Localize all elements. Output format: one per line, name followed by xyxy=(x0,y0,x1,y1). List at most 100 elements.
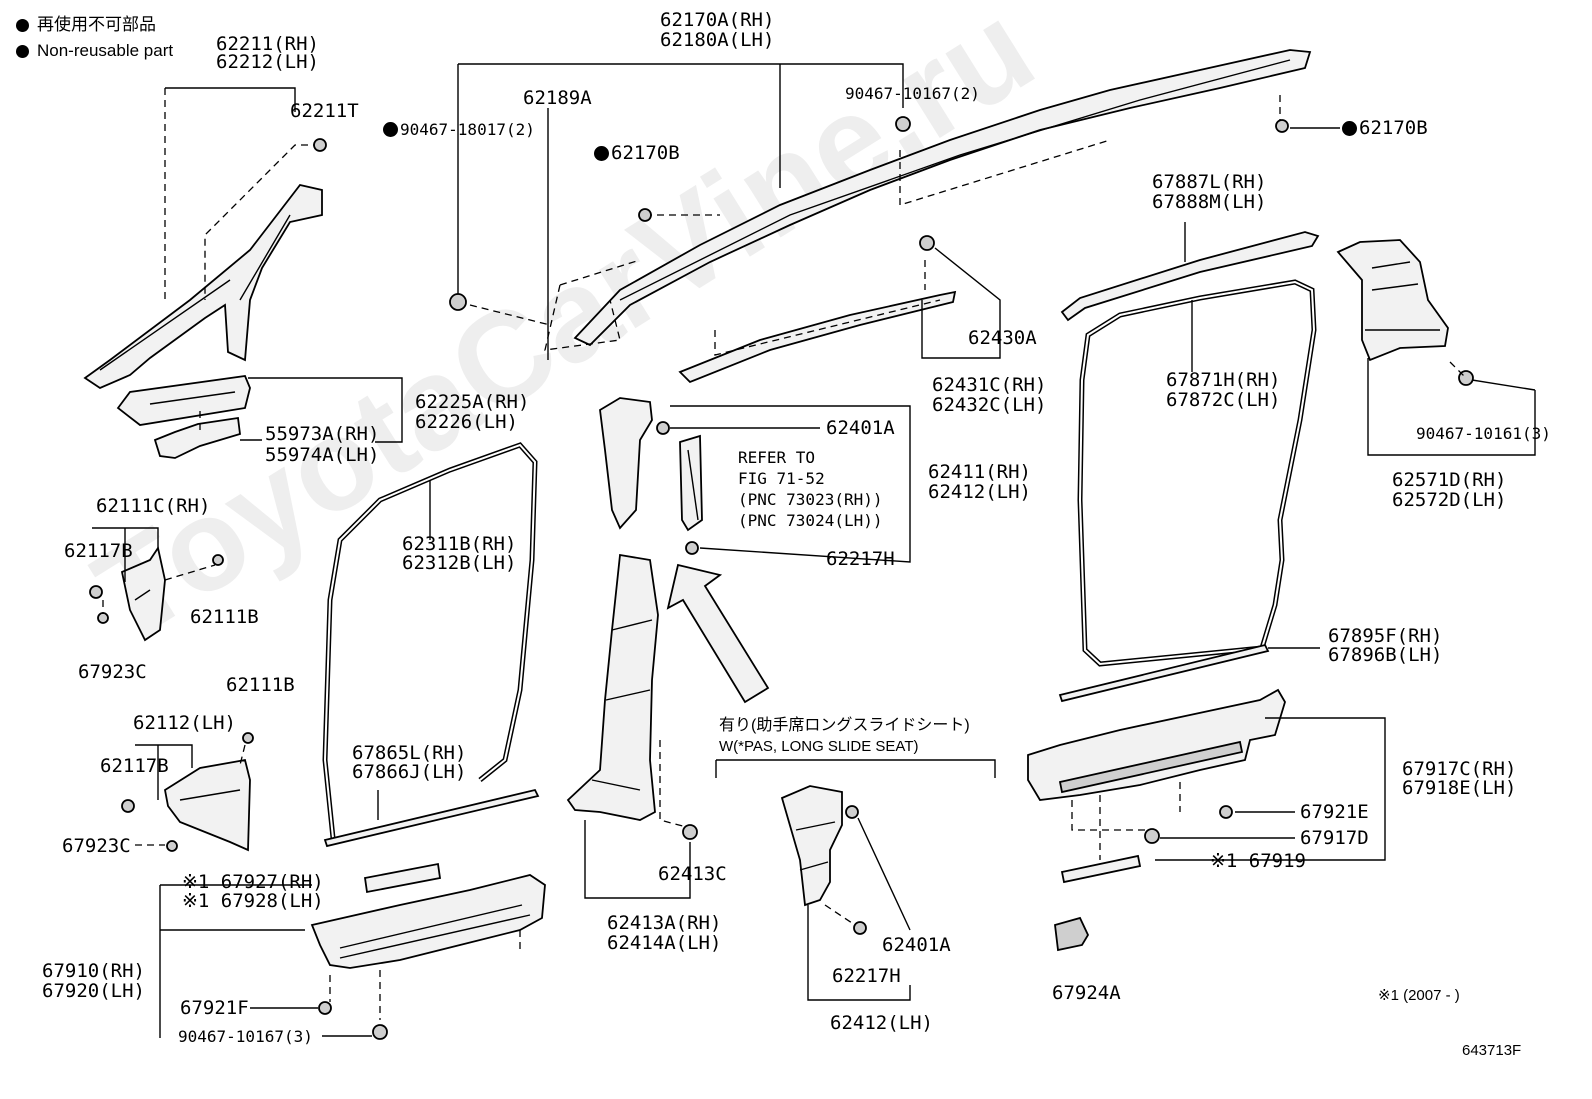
front-door-weatherstrip xyxy=(322,442,538,839)
label-62414A: 62414A(LH) xyxy=(607,932,722,954)
label-62571D: 62571D(RH) xyxy=(1392,469,1507,491)
leader-62430A xyxy=(921,247,1001,359)
legend-jp-text: 再使用不可部品 xyxy=(37,15,156,34)
clip-90467-18017 xyxy=(449,293,467,311)
center-pillar-lower-trim xyxy=(566,553,691,829)
filled-circle-icon xyxy=(594,146,609,161)
leader-62112 xyxy=(135,744,193,800)
label-90467-18017: 90467-18017(2) xyxy=(383,120,535,140)
clip-62413C xyxy=(682,824,698,840)
clip-62117B-b xyxy=(121,799,135,813)
legend: 再使用不可部品 Non-reusable part xyxy=(16,12,173,64)
filled-circle-icon xyxy=(383,122,398,137)
clip-90467-10167-top xyxy=(895,116,911,132)
label-62311B: 62311B(RH) xyxy=(402,533,517,555)
quarter-trim-62571 xyxy=(1336,239,1449,362)
label-62211: 62211(RH) xyxy=(216,33,319,55)
label-90467-10161: 90467-10161(3) xyxy=(1416,424,1551,443)
label-62413A: 62413A(RH) xyxy=(607,912,722,934)
legend-en-text: Non-reusable part xyxy=(37,41,174,60)
label-62217H-lower: 62217H xyxy=(832,965,901,987)
center-pillar-upper-trim xyxy=(599,397,703,532)
label-67917C: 67917C(RH) xyxy=(1402,758,1517,780)
strip-67895 xyxy=(1058,643,1270,703)
rear-scuff-plate xyxy=(1027,688,1286,860)
clip-67921E xyxy=(1219,805,1233,819)
label-62411: 62411(RH) xyxy=(928,461,1031,483)
clip-62217H-upper xyxy=(685,541,699,555)
option-center-pillar-trim xyxy=(780,785,843,907)
label-62170B-right: 62170B xyxy=(1342,118,1428,138)
clip-90467-10167-bottom xyxy=(372,1024,388,1040)
label-67923C-b: 67923C xyxy=(62,835,131,857)
clip-67923C-a xyxy=(97,612,109,624)
leader-62211 xyxy=(165,87,296,112)
label-62412-lower: 62412(LH) xyxy=(830,1012,933,1034)
label-62401A-lower: 62401A xyxy=(882,934,951,956)
label-62170B-left: 62170B xyxy=(594,143,680,163)
label-62225A: 62225A(RH) xyxy=(415,391,530,413)
leader-67910 xyxy=(159,884,312,1038)
label-62111C: 62111C(RH) xyxy=(96,495,211,517)
leader-62411 xyxy=(670,405,911,563)
leader-option xyxy=(807,817,911,1001)
label-62212: 62212(LH) xyxy=(216,51,319,73)
dash-62571 xyxy=(1449,361,1467,379)
label-67865L: 67865L(RH) xyxy=(352,742,467,764)
label-62401A-upper: 62401A xyxy=(826,417,895,439)
option-note-en: W(*PAS, LONG SLIDE SEAT) xyxy=(719,738,919,755)
label-62111B-b: 62111B xyxy=(226,674,295,696)
label-62189A: 62189A xyxy=(523,87,592,109)
clip-62217H-lower xyxy=(853,921,867,935)
leader-62413A xyxy=(584,820,691,899)
clip-67923C-b xyxy=(166,840,178,852)
strip-67865 xyxy=(323,788,540,848)
label-62413C: 62413C xyxy=(658,863,727,885)
label-55973A: 55973A(RH) xyxy=(265,423,380,445)
garnish-62225 xyxy=(116,375,251,459)
cowl-side-trim-lh xyxy=(164,758,251,852)
bolt-62170B-right xyxy=(1275,119,1289,133)
view-arrow xyxy=(666,563,770,704)
label-62312B: 62312B(LH) xyxy=(402,552,517,574)
clip-67924A xyxy=(1054,916,1090,952)
label-62170A: 62170A(RH) xyxy=(660,9,775,31)
label-67918E: 67918E(LH) xyxy=(1402,777,1517,799)
label-67895F: 67895F(RH) xyxy=(1328,625,1443,647)
leader-62111C xyxy=(92,527,159,582)
label-62211T: 62211T xyxy=(290,100,359,122)
front-scuff-plate xyxy=(310,862,546,1020)
label-62112: 62112(LH) xyxy=(133,712,236,734)
label-67896B: 67896B(LH) xyxy=(1328,644,1443,666)
label-67923C-a: 67923C xyxy=(78,661,147,683)
curtain-airbag-rail xyxy=(544,49,1312,351)
dash-62111C xyxy=(102,564,216,614)
clip-62430A xyxy=(919,235,935,251)
leader-62225 xyxy=(248,377,403,443)
refer-line-3: (PNC 73023(RH)) xyxy=(738,490,883,509)
filled-circle-icon xyxy=(16,44,29,58)
leader-62571 xyxy=(1367,358,1536,456)
label-67910: 67910(RH) xyxy=(42,960,145,982)
label-67919: ※1 67919 xyxy=(1210,850,1306,872)
label-67866J: 67866J(LH) xyxy=(352,761,467,783)
footnote: ※1 (2007 - ) xyxy=(1378,987,1460,1004)
label-67920: 67920(LH) xyxy=(42,980,145,1002)
clip-62111B-a xyxy=(212,554,224,566)
strip-67919 xyxy=(1060,854,1142,884)
option-bracket xyxy=(715,759,996,778)
door-opening-weatherstrip xyxy=(1077,279,1317,667)
label-62432C: 62432C(LH) xyxy=(932,394,1047,416)
filled-circle-icon xyxy=(1342,121,1357,136)
bolt-62170B-left xyxy=(638,208,652,222)
filled-circle-icon xyxy=(16,18,29,32)
clip-62117B-a xyxy=(89,585,103,599)
label-62117B-b: 62117B xyxy=(100,755,169,777)
label-67917D: 67917D xyxy=(1300,827,1369,849)
label-62572D: 62572D(LH) xyxy=(1392,489,1507,511)
refer-line-2: FIG 71-52 xyxy=(738,469,825,488)
label-62111B-a: 62111B xyxy=(190,606,259,628)
clip-67917D xyxy=(1144,828,1160,844)
roof-side-garnish xyxy=(678,260,957,384)
